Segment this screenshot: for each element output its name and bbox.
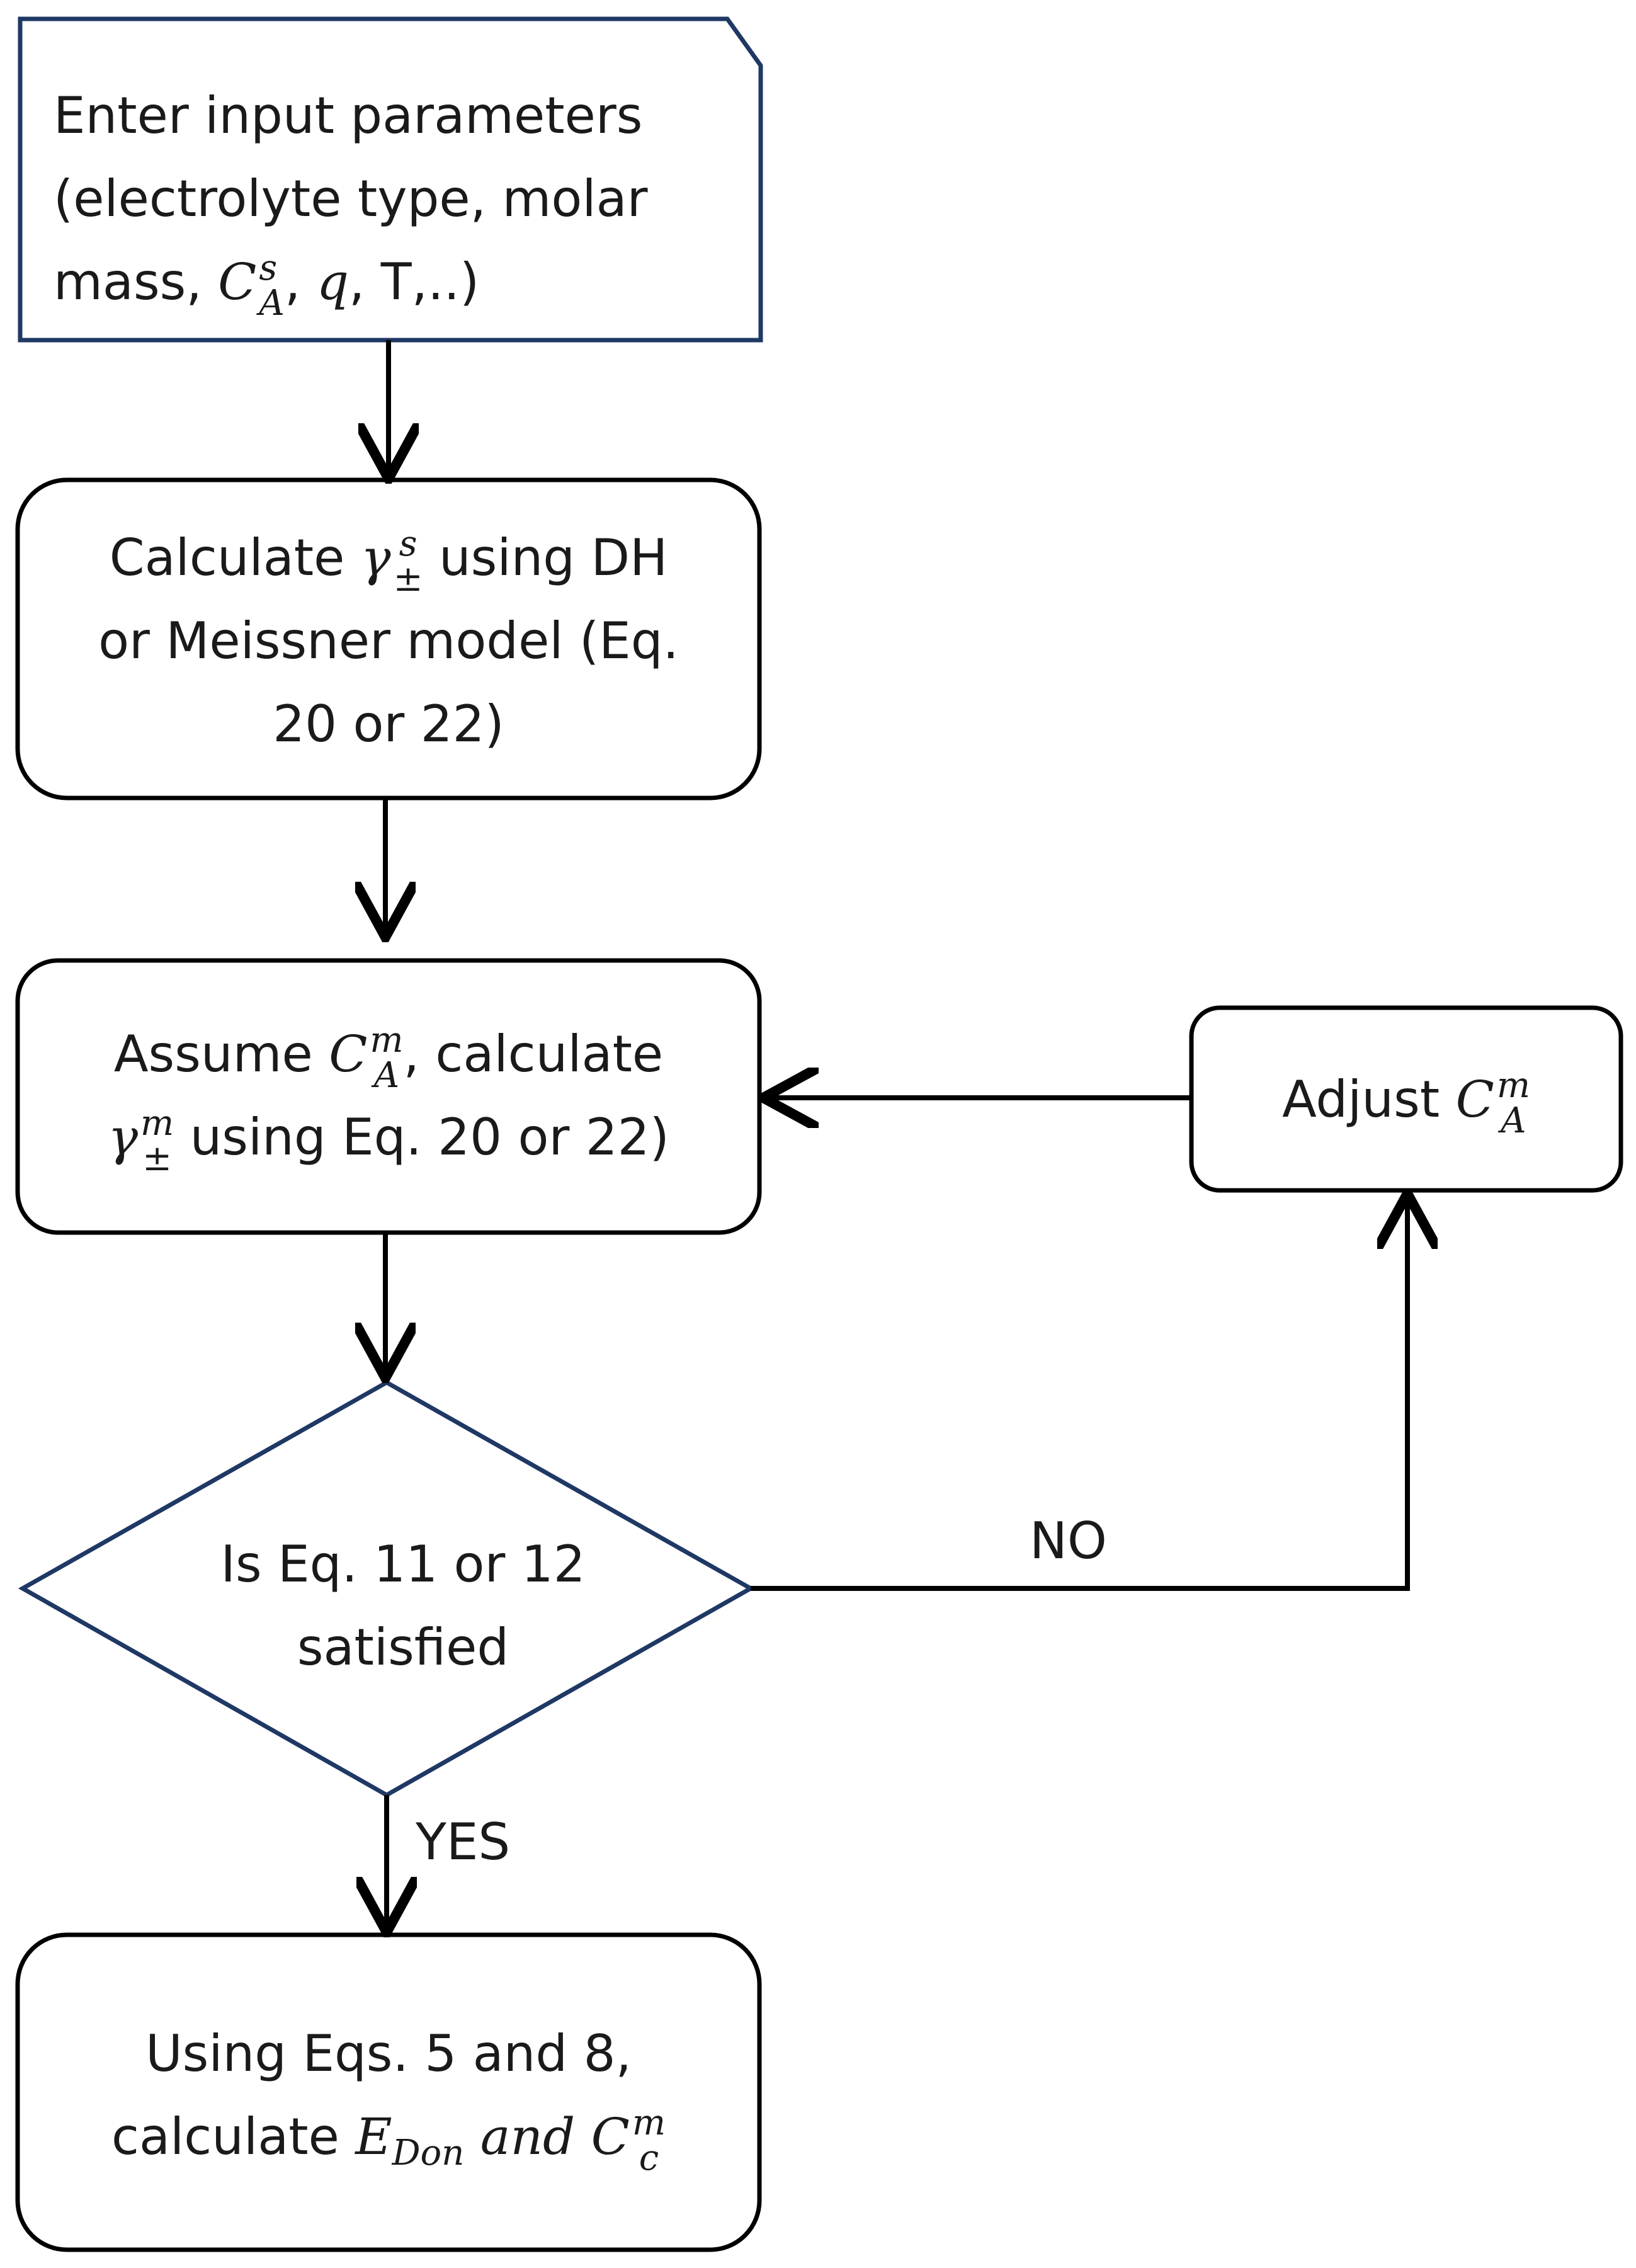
input-line-1: Enter input parameters xyxy=(54,86,643,145)
yes-label: YES xyxy=(416,1813,511,1871)
calc-line-3: 20 or 22) xyxy=(273,695,504,753)
output-line-1: Using Eqs. 5 and 8, xyxy=(145,2024,632,2083)
calc-line-2: or Meissner model (Eq. xyxy=(98,612,679,670)
input-line-2: (electrolyte type, molar xyxy=(54,169,648,228)
input-node-text: Enter input parameters (electrolyte type… xyxy=(54,74,647,324)
input-node-shape xyxy=(18,16,763,343)
no-label: NO xyxy=(1030,1512,1107,1570)
decision-line-1: Is Eq. 11 or 12 xyxy=(220,1535,586,1593)
output-node-text: Using Eqs. 5 and 8, calculate EDon and C… xyxy=(18,2012,759,2195)
decision-node-text: Is Eq. 11 or 12 satisfied xyxy=(208,1523,598,1689)
arrow-decision-no xyxy=(751,1199,1407,1591)
decision-line-2: satisfied xyxy=(297,1618,509,1677)
